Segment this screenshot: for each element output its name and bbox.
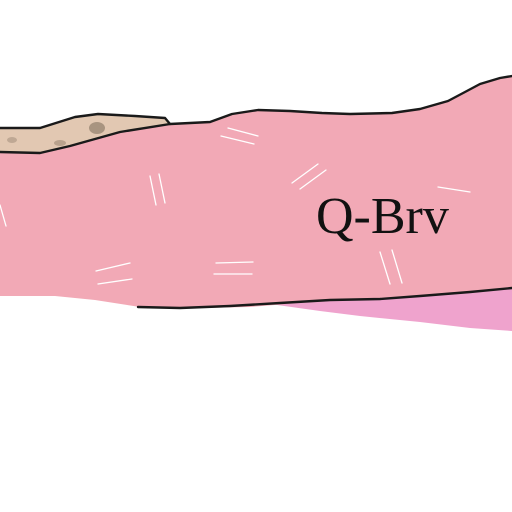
contact-line-tan-base	[0, 122, 172, 155]
map-unit-magenta	[270, 288, 512, 331]
contact-line-lower	[136, 286, 512, 310]
map-unit-q-brv	[0, 76, 512, 308]
map-contacts	[0, 74, 512, 310]
map-unit-label-q-brv: Q-Brv	[316, 188, 449, 245]
map-unit-tan	[0, 114, 170, 153]
contact-line-upper	[0, 74, 512, 130]
map-unit-tan-texture	[7, 122, 105, 146]
map-unit-q-brv-hatching	[0, 127, 471, 285]
